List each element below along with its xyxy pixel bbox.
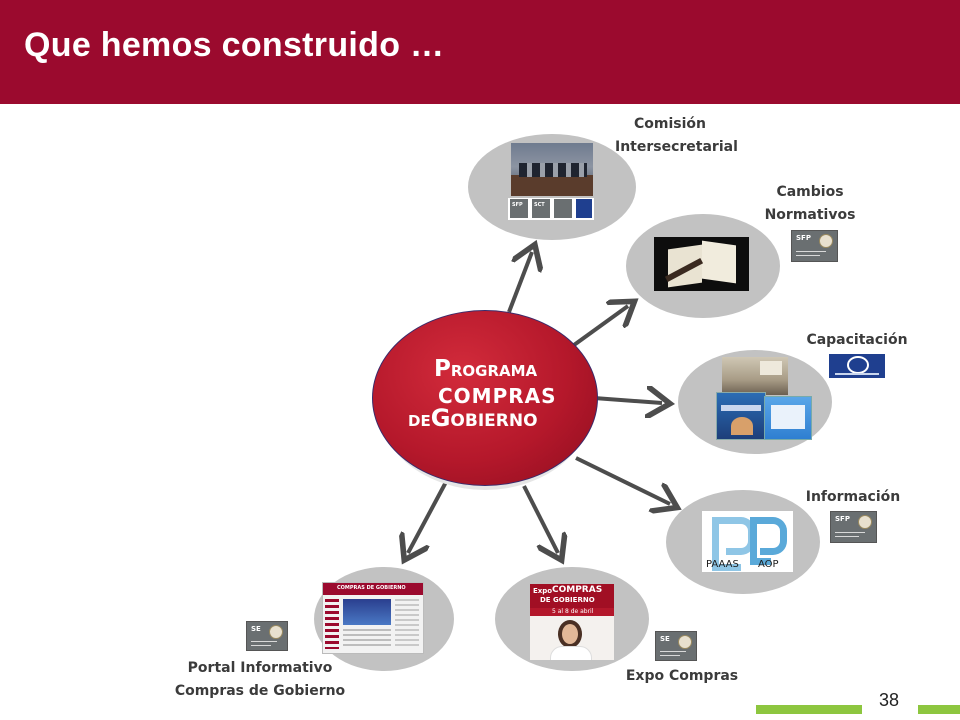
portal-header-title: COMPRAS DE GOBIERNO	[337, 585, 406, 591]
logo-sfp-informacion-crest	[858, 515, 872, 529]
logo-sfp-informacion-text: SFP	[835, 515, 850, 523]
title-bar: Que hemos construido …	[0, 0, 960, 104]
training-book-cover-2	[764, 396, 812, 440]
expo-woman-face	[562, 624, 578, 644]
label-expo: Expo Compras	[622, 665, 742, 688]
center-de: DE	[408, 412, 431, 430]
logo-sfp-small: SFP	[510, 199, 528, 218]
label-capacitacion: Capacitación	[802, 329, 912, 352]
page-number: 38	[879, 690, 900, 710]
nafin-caption-line	[835, 373, 879, 375]
center-gobierno-line: DEGOBIERNO	[408, 404, 538, 432]
arrow-informacion	[575, 456, 670, 504]
logo-se-portal-line1	[251, 641, 277, 642]
center-node-circle	[372, 310, 598, 486]
center-compras-line: COMPRAS	[438, 384, 557, 408]
logo-sfp-informacion-line1	[835, 532, 865, 533]
aop-text: AOP	[758, 559, 779, 570]
book-cover-2-panel	[771, 405, 805, 429]
label-portal-line1: Portal Informativo	[187, 660, 333, 676]
label-capacitacion-line: Capacitación	[806, 332, 908, 348]
page-title: Que hemos construido …	[24, 26, 445, 64]
arrow-cambios	[572, 306, 628, 347]
label-expo-line: Expo Compras	[625, 668, 739, 684]
logo-se-expo: SE	[655, 631, 697, 661]
expo-poster-gobierno: DE GOBIERNO	[540, 596, 595, 604]
projection-screen	[760, 361, 782, 375]
footer-green-bar-right	[918, 705, 960, 714]
paaas-p-bowl-2	[760, 517, 787, 555]
logo-sfp-cambios-line2	[796, 255, 820, 256]
center-programa-line: PROGRAMA	[434, 356, 537, 382]
logo-se-portal: SE	[246, 621, 288, 651]
logo-se-expo-line1	[660, 651, 686, 652]
center-gobierno-rest: OBIERNO	[450, 411, 538, 431]
label-portal: Portal Informativo Compras de Gobierno	[170, 657, 350, 703]
logo-sct-small: SCT	[532, 199, 550, 218]
expo-woman-body	[550, 646, 592, 660]
logo-sfp-cambios-text: SFP	[796, 234, 811, 242]
book-cover-1-band	[721, 405, 761, 411]
logo-third-small	[554, 199, 572, 218]
open-book-right	[702, 240, 736, 284]
expo-poster-expo: Expo	[533, 587, 553, 595]
logo-blue-small	[576, 199, 592, 218]
portal-banner	[343, 599, 391, 625]
law-book-gavel-photo	[654, 237, 749, 291]
expo-poster-photo	[530, 616, 614, 660]
label-cambios: Cambios Normativos	[755, 181, 865, 227]
meeting-table	[511, 175, 593, 196]
training-book-cover-1	[716, 392, 766, 440]
logo-se-expo-crest	[678, 635, 692, 649]
paaas-aop-logo: PAAAS AOP	[702, 511, 793, 572]
logo-sfp-informacion-line2	[835, 536, 859, 537]
logo-se-portal-crest	[269, 625, 283, 639]
nafin-emblem	[847, 356, 869, 374]
label-portal-line2: Compras de Gobierno	[174, 683, 346, 699]
expo-poster-top	[530, 584, 614, 608]
expo-poster-compras: COMPRAS	[552, 585, 603, 595]
paaas-text: PAAAS	[706, 559, 739, 570]
label-cambios-line1: Cambios	[776, 184, 844, 200]
arrow-comision	[507, 252, 532, 313]
logo-se-portal-text: SE	[251, 625, 261, 633]
arrow-portal	[408, 481, 448, 553]
center-cap-g: G	[430, 404, 451, 432]
portal-header	[323, 583, 423, 595]
logo-sct-small-text: SCT	[534, 202, 545, 208]
label-informacion-line: Información	[805, 489, 901, 505]
book-cover-1-figure	[731, 417, 753, 435]
portal-content-lines	[343, 629, 391, 649]
portal-right-column	[395, 599, 419, 649]
center-programa-rest: ROGRAMA	[450, 362, 538, 380]
logo-nacional-financiera	[829, 354, 885, 378]
label-comision: Comisión Intersecretarial	[615, 113, 738, 159]
logo-sfp-small-text: SFP	[512, 202, 523, 208]
logo-sfp-cambios: SFP	[791, 230, 838, 262]
footer-green-bar-left	[756, 705, 862, 714]
portal-screenshot: COMPRAS DE GOBIERNO	[322, 582, 424, 654]
portal-sidebar	[325, 599, 339, 649]
logo-se-expo-text: SE	[660, 635, 670, 643]
logo-sfp-informacion: SFP	[830, 511, 877, 543]
center-node-programa: PROGRAMA COMPRAS DEGOBIERNO	[372, 310, 598, 490]
arrow-expo	[522, 485, 558, 553]
logo-sfp-cambios-crest	[819, 234, 833, 248]
expo-poster-dates: 5 al 8 de abril	[552, 608, 594, 615]
expo-poster: Expo COMPRAS DE GOBIERNO 5 al 8 de abril	[530, 584, 614, 660]
label-comision-line1: Comisión	[634, 116, 706, 132]
comision-logos-strip: SFP SCT	[508, 198, 594, 220]
training-class-photo	[722, 357, 788, 395]
arrow-capacitacion	[593, 398, 662, 403]
comision-meeting-photo	[511, 143, 593, 196]
meeting-people	[519, 163, 587, 177]
label-informacion: Información	[798, 486, 908, 509]
label-comision-line2: Intersecretarial	[615, 139, 738, 155]
label-cambios-line2: Normativos	[764, 207, 856, 223]
logo-se-expo-line2	[660, 655, 680, 656]
logo-sfp-cambios-line1	[796, 251, 826, 252]
center-cap-p: P	[434, 356, 451, 382]
logo-se-portal-line2	[251, 645, 271, 646]
